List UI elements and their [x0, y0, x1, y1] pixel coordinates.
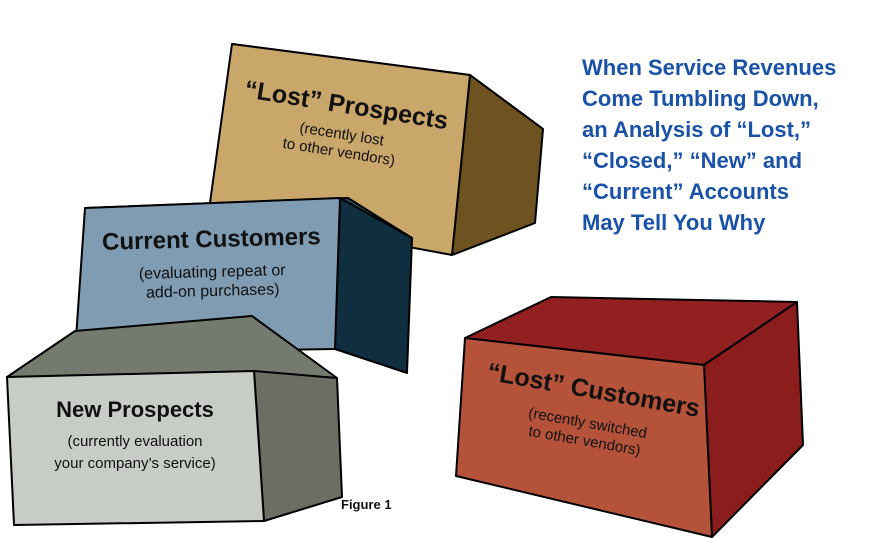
current-customers-label: Current Customers (evaluating repeat or …	[81, 223, 343, 305]
new-prospects-label: New Prospects (currently evaluation your…	[10, 397, 260, 475]
headline-line-2: Come Tumbling Down,	[582, 86, 819, 111]
headline-line-4: “Closed,” “New” and	[582, 148, 803, 173]
current-customers-box	[74, 197, 413, 374]
new-prospects-desc-line-1: (currently evaluation	[67, 433, 203, 451]
current-customers-title: Current Customers	[101, 223, 322, 256]
current-customers-front-face	[74, 197, 341, 354]
figure-caption: Figure 1	[341, 497, 392, 512]
new-prospects-box	[6, 315, 343, 526]
headline-line-3: an Analysis of “Lost,”	[582, 117, 812, 142]
headline-line-5: “Current” Accounts	[582, 179, 789, 204]
headline: When Service Revenues Come Tumbling Down…	[582, 52, 882, 238]
new-prospects-side-face	[253, 370, 343, 522]
new-prospects-desc-line-2: your company’s service)	[54, 455, 216, 473]
headline-line-1: When Service Revenues	[582, 55, 837, 80]
new-prospects-front-face	[6, 370, 265, 526]
new-prospects-title: New Prospects	[56, 397, 214, 422]
lost-customers-front-face	[455, 337, 713, 538]
lost-customers-box	[455, 296, 804, 538]
headline-line-6: May Tell You Why	[582, 210, 766, 235]
